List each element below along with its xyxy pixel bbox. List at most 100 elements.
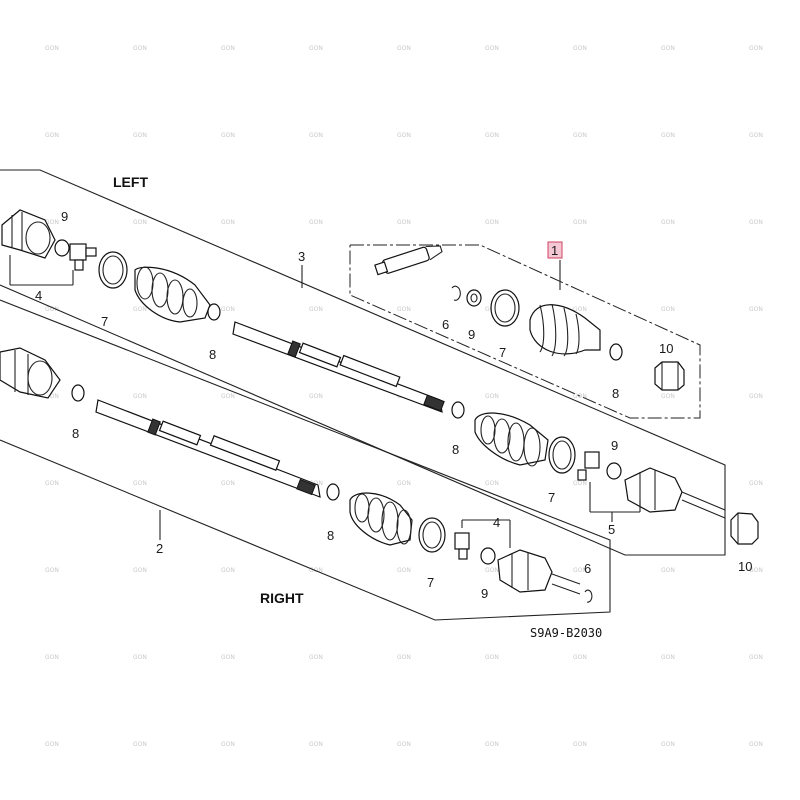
watermark-text: GON xyxy=(749,219,763,226)
watermark-text: GON xyxy=(309,480,323,487)
callout-6-kit: 6 xyxy=(442,317,449,332)
watermark-text: GON xyxy=(221,654,235,661)
callout-8-kit: 8 xyxy=(612,386,619,401)
watermark-text: GON xyxy=(309,219,323,226)
watermark-text: GON xyxy=(397,45,411,52)
boot-icon xyxy=(529,303,601,357)
callout-3: 3 xyxy=(298,249,305,264)
watermark-text: GON xyxy=(661,306,675,313)
callout-6-right: 6 xyxy=(584,561,591,576)
watermark-text: GON xyxy=(133,219,147,226)
circlip-icon xyxy=(451,285,461,301)
watermark-text: GON xyxy=(485,567,499,574)
watermark-text: GON xyxy=(661,393,675,400)
watermark-text: GON xyxy=(133,45,147,52)
watermark-text: GON xyxy=(221,567,235,574)
watermark-text: GON xyxy=(749,567,763,574)
boot-band-small-icon xyxy=(609,343,623,361)
watermark-text: GON xyxy=(485,480,499,487)
watermark-text: GON xyxy=(397,480,411,487)
callout-8-lower: 8 xyxy=(327,528,334,543)
heading-right: RIGHT xyxy=(260,590,304,606)
watermark-text: GON xyxy=(485,45,499,52)
outboard-joint-icon xyxy=(1,209,56,259)
watermark-text: GON xyxy=(485,132,499,139)
watermark-text: GON xyxy=(749,393,763,400)
watermark-text: GON xyxy=(397,132,411,139)
callout-10-outside: 10 xyxy=(738,559,752,574)
watermark-text: GON xyxy=(309,306,323,313)
right-shaft-parts xyxy=(0,347,593,603)
watermark-text: GON xyxy=(133,741,147,748)
watermark-text: GON xyxy=(485,219,499,226)
watermark-text: GON xyxy=(221,741,235,748)
watermark-text: GON xyxy=(573,480,587,487)
watermark-text: GON xyxy=(573,741,587,748)
watermark-text: GON xyxy=(309,132,323,139)
watermark-text: GON xyxy=(221,219,235,226)
callout-9-upper: 9 xyxy=(611,438,618,453)
watermark-text: GON xyxy=(749,741,763,748)
watermark-text: GON xyxy=(573,567,587,574)
watermark-text: GON xyxy=(221,480,235,487)
watermark-text: GON xyxy=(309,45,323,52)
boot-band-icon xyxy=(490,289,520,327)
kit-1-parts xyxy=(374,245,685,391)
watermark-text: GON xyxy=(45,567,59,574)
right-shaft-outline xyxy=(0,299,611,621)
callout-9-kit: 9 xyxy=(468,327,475,342)
tripod-joint-icon xyxy=(577,451,600,481)
circlip-icon xyxy=(584,589,593,603)
watermark-text: GON xyxy=(309,741,323,748)
watermark-text: GON xyxy=(133,480,147,487)
callout-1: 1 xyxy=(551,243,558,258)
watermark-text: GON xyxy=(45,654,59,661)
callout-7-left: 7 xyxy=(101,314,108,329)
watermark-text: GON xyxy=(133,132,147,139)
drive-shaft-icon xyxy=(95,399,321,498)
callout-8-left: 8 xyxy=(209,347,216,362)
callout-4-right: 4 xyxy=(493,515,500,530)
outboard-joint-icon xyxy=(0,347,61,399)
tripod-joint-icon xyxy=(454,532,470,560)
watermark-text: GON xyxy=(749,45,763,52)
callout-9-left: 9 xyxy=(61,209,68,224)
callout-4-left: 4 xyxy=(35,288,42,303)
callout-2: 2 xyxy=(156,541,163,556)
heading-left: LEFT xyxy=(113,174,148,190)
callout-7-right: 7 xyxy=(427,575,434,590)
tripod-joint-icon xyxy=(69,243,97,271)
watermark-text: GON xyxy=(309,654,323,661)
watermark-text: GON xyxy=(397,567,411,574)
watermark-text: GON xyxy=(397,219,411,226)
watermark-text: GON xyxy=(749,306,763,313)
watermark-text: GON xyxy=(485,654,499,661)
watermark-text: GON xyxy=(221,393,235,400)
watermark-text: GON xyxy=(133,393,147,400)
callout-7-upper: 7 xyxy=(548,490,555,505)
watermark-text: GON xyxy=(573,306,587,313)
kit-1-outline xyxy=(349,244,701,419)
watermark-text: GON xyxy=(309,393,323,400)
inboard-joint-icon xyxy=(624,467,726,519)
callout-10-kit: 10 xyxy=(659,341,673,356)
left-shaft-parts xyxy=(1,209,759,545)
watermark-text: GON xyxy=(661,741,675,748)
boot-icon xyxy=(134,266,211,323)
watermark-text: GON xyxy=(661,45,675,52)
drive-shaft-icon xyxy=(232,321,445,413)
watermark-text: GON xyxy=(397,654,411,661)
watermark-text: GON xyxy=(661,567,675,574)
watermark-text: GON xyxy=(749,480,763,487)
watermark-text: GON xyxy=(133,306,147,313)
callout-8-lower-left: 8 xyxy=(72,426,79,441)
watermark-text: GON xyxy=(749,654,763,661)
watermark-text: GON xyxy=(221,306,235,313)
watermark-text: GON xyxy=(485,741,499,748)
callout-8-upper: 8 xyxy=(452,442,459,457)
inboard-joint-icon xyxy=(497,549,581,595)
callout-1-highlight xyxy=(547,241,563,259)
watermark-text: GON xyxy=(45,393,59,400)
